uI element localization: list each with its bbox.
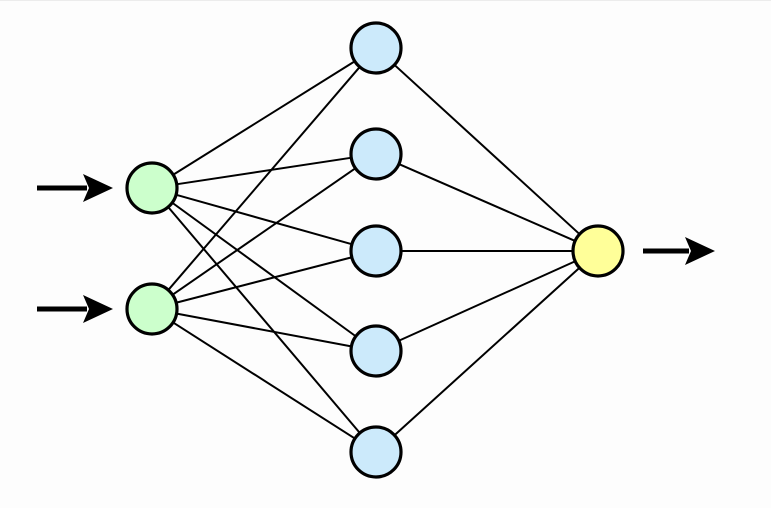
- input-node-i1: [125, 161, 179, 215]
- connection-edge: [174, 256, 354, 304]
- hidden-node-h2: [349, 127, 403, 181]
- edge-layer: [166, 59, 582, 441]
- connection-edge: [392, 63, 582, 236]
- node-layer: [125, 21, 625, 479]
- connection-edge: [174, 193, 354, 246]
- connection-edge: [175, 156, 353, 186]
- io-arrow-layer: [37, 174, 715, 323]
- input-arrow: [37, 174, 113, 202]
- connection-edge: [175, 312, 353, 348]
- connection-edge: [397, 259, 577, 343]
- output-node-o1: [571, 224, 625, 278]
- connection-edge: [171, 166, 357, 297]
- hidden-node-h1: [349, 21, 403, 75]
- input-arrow: [37, 295, 113, 323]
- connection-edge: [166, 65, 362, 292]
- arrow-head: [83, 295, 113, 323]
- connection-edge: [171, 320, 357, 441]
- hidden-node-h3: [349, 224, 403, 278]
- connection-edge: [166, 205, 362, 435]
- input-node-i2: [125, 282, 179, 336]
- hidden-node-h5: [349, 425, 403, 479]
- connection-edge: [170, 201, 358, 338]
- output-arrow: [643, 237, 715, 265]
- connection-edge: [397, 162, 577, 243]
- connection-edge: [392, 266, 582, 437]
- arrow-head: [83, 174, 113, 202]
- hidden-node-h4: [349, 324, 403, 378]
- arrow-head: [685, 237, 715, 265]
- connection-edge: [171, 59, 357, 177]
